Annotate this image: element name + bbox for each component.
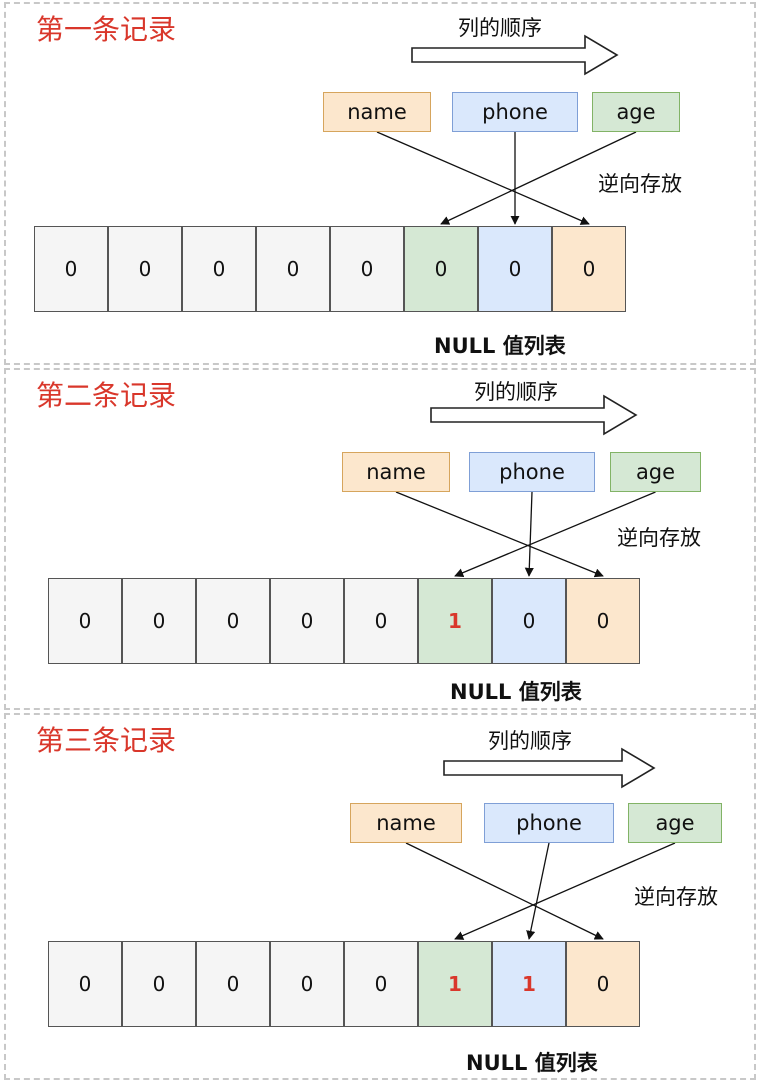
null-bit-cell: 0	[344, 941, 418, 1027]
null-bit-cell: 0	[330, 226, 404, 312]
null-bit-cell: 0	[108, 226, 182, 312]
connector-layer	[395, 394, 656, 578]
reverse-storage-label: 逆向存放	[634, 885, 718, 909]
null-bit-cell: 0	[256, 226, 330, 312]
column-name: name	[342, 452, 450, 492]
column-phone: phone	[469, 452, 595, 492]
mapping-arrow-age	[454, 842, 676, 940]
null-list-caption: NULL 值列表	[434, 334, 566, 358]
null-bit-cell: 0	[566, 941, 640, 1027]
column-order-label: 列的顺序	[488, 729, 572, 753]
record-title: 第三条记录	[36, 724, 177, 757]
null-bit-cell: 0	[196, 578, 270, 664]
null-bit-cell: 0	[404, 226, 478, 312]
column-phone: phone	[484, 803, 614, 843]
connector-layer	[405, 747, 676, 940]
mapping-arrow-name	[405, 842, 604, 940]
null-bit-cell: 1	[418, 941, 492, 1027]
record-title: 第一条记录	[36, 13, 177, 46]
column-order-arrow	[430, 394, 638, 436]
null-bit-cell: 0	[48, 578, 122, 664]
panel-frame	[4, 2, 756, 365]
column-order-arrow	[443, 747, 656, 789]
column-age: age	[610, 452, 701, 492]
null-bit-cell: 0	[492, 578, 566, 664]
null-bit-cell: 0	[344, 578, 418, 664]
reverse-storage-label: 逆向存放	[598, 172, 682, 196]
column-age: age	[628, 803, 722, 843]
record-title: 第二条记录	[36, 379, 177, 412]
null-bit-cell: 0	[122, 941, 196, 1027]
null-bit-cell: 0	[478, 226, 552, 312]
reverse-storage-label: 逆向存放	[617, 526, 701, 550]
null-bit-cell: 0	[182, 226, 256, 312]
null-bit-cell: 0	[196, 941, 270, 1027]
column-name: name	[323, 92, 431, 132]
null-bit-cell: 0	[270, 578, 344, 664]
null-bit-cell: 0	[34, 226, 108, 312]
column-order-arrow	[411, 34, 619, 76]
column-order-label: 列的顺序	[474, 380, 558, 404]
panel-frame	[4, 368, 756, 710]
null-bit-cell: 1	[492, 941, 566, 1027]
null-bit-cell: 0	[48, 941, 122, 1027]
panel-frame	[4, 713, 756, 1080]
null-list-caption: NULL 值列表	[450, 680, 582, 704]
column-phone: phone	[452, 92, 578, 132]
mapping-arrow-name	[376, 131, 590, 225]
null-list-caption: NULL 值列表	[466, 1051, 598, 1075]
null-bit-cell: 0	[552, 226, 626, 312]
mapping-arrow-phone	[526, 842, 550, 940]
null-bit-cell: 0	[122, 578, 196, 664]
mapping-arrow-age	[440, 131, 637, 225]
null-bit-cell: 0	[270, 941, 344, 1027]
mapping-arrow-name	[395, 491, 604, 578]
connector-layer	[376, 34, 637, 225]
column-order-label: 列的顺序	[458, 16, 542, 40]
mapping-arrow-phone	[524, 491, 534, 577]
column-name: name	[350, 803, 462, 843]
column-age: age	[592, 92, 680, 132]
null-bit-cell: 0	[566, 578, 640, 664]
null-bit-cell: 1	[418, 578, 492, 664]
mapping-arrow-age	[454, 491, 656, 578]
